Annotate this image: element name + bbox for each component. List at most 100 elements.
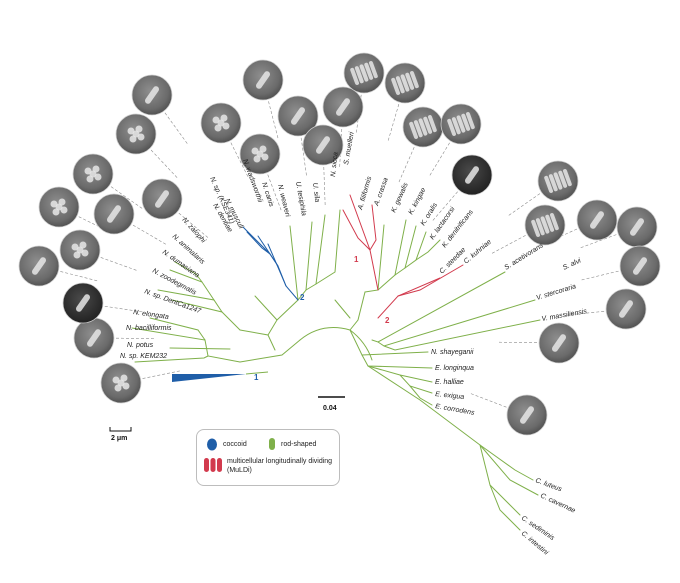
taxon-label: E. halliae [435, 379, 464, 386]
leader-line [268, 101, 279, 141]
clade-number-blue-2: 2 [300, 293, 305, 302]
rod-cell [464, 166, 480, 184]
leader-line [100, 257, 139, 272]
taxon-label: N. bacilliformis [126, 325, 172, 332]
taxon-label: V. massiliensis [541, 308, 588, 323]
taxon-label: S. alvi [562, 257, 583, 272]
leader-line [132, 224, 168, 246]
mulldi-cell [369, 61, 378, 79]
image-scale-label: 2 μm [111, 435, 127, 442]
mulldi-cell [461, 113, 471, 131]
taxon-label: E. longinqua [435, 365, 474, 372]
legend: coccoid rod-shaped multicellular longitu… [196, 429, 340, 486]
taxon-label: N. weaveri [276, 184, 291, 218]
mulldi-cell [428, 115, 437, 133]
leader-line [323, 166, 326, 207]
leader-line [387, 104, 400, 143]
leader-line [178, 212, 210, 240]
mulldi-cell [558, 170, 568, 188]
taxon-label: A. filiformis [357, 175, 374, 211]
rod-cell [31, 257, 47, 275]
image-scale-bar [109, 427, 132, 432]
taxon-label: K. oralis [420, 201, 440, 227]
mulldi-cell [350, 67, 359, 85]
mulldi-branches [342, 194, 464, 319]
coccoid-swatch [207, 438, 217, 451]
leader-line [490, 235, 526, 255]
mulldi-cell [364, 62, 374, 80]
mulldi-cell [354, 66, 364, 84]
mulldi-cell [535, 218, 545, 236]
mulldi-cell [447, 118, 456, 136]
clade-number-red-2: 2 [385, 316, 390, 325]
taxon-label: U. tesiphila [294, 181, 307, 216]
taxon-label: V. stercoraria [536, 283, 577, 302]
leader-line [230, 142, 250, 179]
taxon-label: E. exigua [435, 391, 465, 401]
taxon-label: U. sila [311, 182, 320, 202]
leader-line [150, 149, 179, 180]
leader-line [397, 147, 415, 184]
clade-number-blue-1: 1 [254, 373, 259, 382]
legend-coccoid-label: coccoid [223, 441, 247, 448]
coccus-cell [55, 203, 63, 211]
leader-line [564, 310, 605, 316]
mulldi-cell [563, 169, 572, 187]
leader-line [104, 305, 145, 313]
rod-swatch [269, 438, 275, 450]
coccus-cell [89, 170, 97, 178]
mulldi-cell [550, 213, 559, 231]
mulldi-cell [423, 116, 433, 134]
rod-cell [315, 136, 331, 154]
mulldi-cell [418, 118, 428, 136]
leader-line [60, 271, 100, 282]
rod-cell [144, 86, 160, 104]
leader-line [579, 270, 619, 281]
coccoid-branches [242, 226, 299, 301]
mulldi-cell [405, 72, 415, 90]
rod-cell [86, 329, 102, 347]
rod-shaped-branches [131, 209, 541, 531]
rod-cell [335, 98, 351, 116]
taxon-label: E. corrodens [435, 403, 476, 417]
coccoid-collapsed-clade [172, 374, 246, 382]
taxon-label: N. potus [127, 342, 154, 349]
mulldi-cell [456, 115, 466, 133]
rod-cell [75, 294, 91, 312]
mulldi-cell [413, 120, 423, 138]
mulldi-cell [531, 219, 540, 237]
mulldi-cell [451, 117, 461, 135]
tree-scale-label: 0.04 [323, 405, 337, 412]
leader-line [497, 341, 538, 344]
leader-line [267, 174, 283, 213]
mulldi-cell [400, 74, 410, 92]
coccus-cell [117, 379, 125, 387]
mulldi-cell [540, 216, 550, 234]
rod-cell [618, 300, 634, 318]
rod-cell [551, 334, 567, 352]
mulldi-cell [545, 214, 555, 232]
leader-line [164, 112, 189, 146]
rod-cell [629, 218, 645, 236]
taxon-label: C. kuhniae [463, 239, 493, 266]
taxon-label: S. acetivorans [503, 242, 545, 272]
mulldi-cell [553, 172, 563, 190]
taxon-label: N. sicca [330, 152, 340, 178]
mulldi-cell [548, 174, 558, 192]
mulldi-cell [466, 112, 475, 130]
rod-cell [154, 190, 170, 208]
mulldi-cell [359, 64, 369, 82]
mulldi-cell [544, 175, 553, 193]
rod-cell [290, 107, 306, 125]
leader-line [142, 370, 182, 379]
micrograph-circles [18, 52, 661, 436]
rod-cell [632, 257, 648, 275]
leader-line [468, 392, 507, 408]
taxon-label: C. luteus [534, 477, 563, 493]
taxon-label: N. sp. KEM232 [120, 353, 167, 360]
clade-number-red-1: 1 [354, 255, 359, 264]
leader-line [428, 142, 450, 178]
taxon-label: N. shayeganii [431, 349, 474, 356]
leader-line [78, 216, 115, 235]
